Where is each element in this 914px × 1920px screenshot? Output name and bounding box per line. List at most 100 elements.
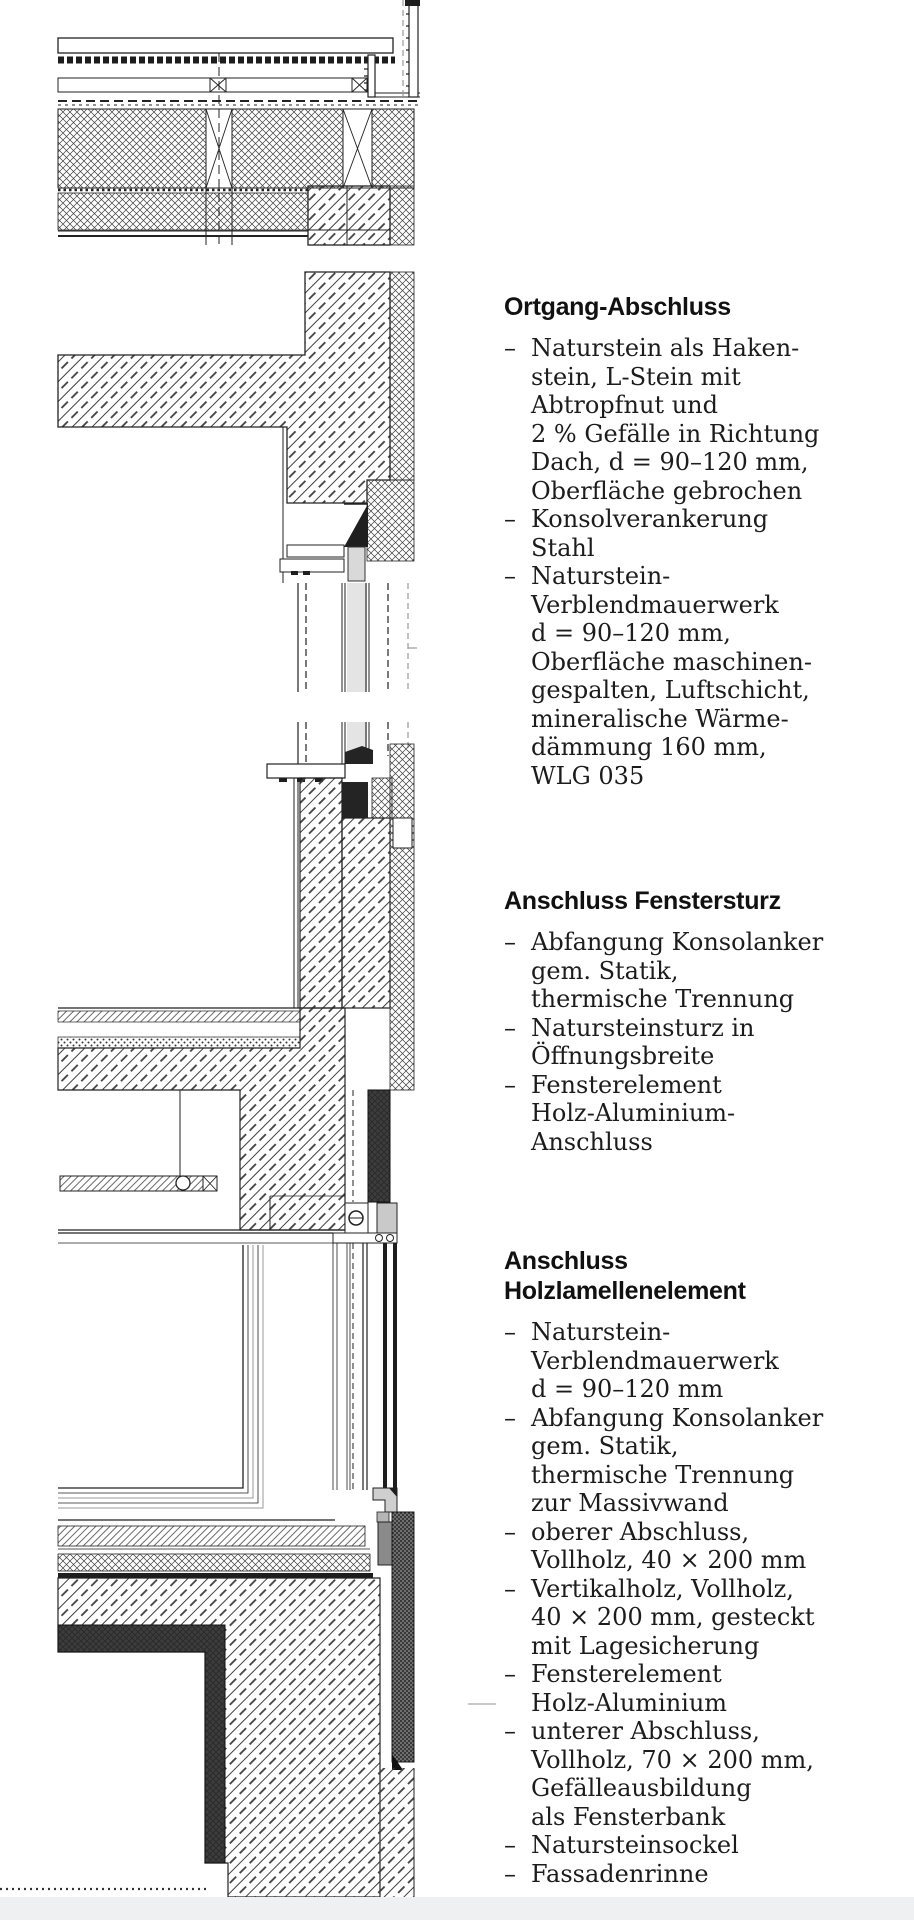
- list-item: Oberfläche maschinen-: [504, 648, 908, 677]
- line-text: thermische Trennung: [531, 1460, 795, 1489]
- line-text: Fensterelement: [531, 1070, 722, 1099]
- list-item: thermische Trennung: [504, 1461, 908, 1490]
- line-bullet: –: [504, 1013, 516, 1042]
- perimeter-sealing-band: [57, 1624, 226, 1864]
- line-text: Oberfläche maschinen-: [531, 647, 812, 676]
- line-text: mit Lagesicherung: [531, 1631, 760, 1660]
- list-item: als Fensterbank: [504, 1803, 908, 1832]
- list-item: –Fassadenrinne: [504, 1860, 908, 1889]
- line-bullet: –: [504, 1660, 516, 1688]
- block-heading: Anschluss Fenstersturz: [504, 887, 781, 915]
- line-text: gespalten, Luftschicht,: [531, 676, 810, 704]
- line-text: 2 % Gefälle in Richtung: [531, 419, 820, 448]
- stone-lintel: [341, 817, 391, 1009]
- line-bullet: –: [504, 1318, 516, 1346]
- block-lines: –Abfangung Konsolanker gem. Statik, ther…: [504, 928, 908, 1156]
- list-item: Verblendmauerwerk: [504, 591, 908, 620]
- list-item: gem. Statik,: [504, 957, 908, 986]
- line-text: Naturstein als Haken-: [531, 334, 800, 362]
- line-text: Vollholz, 40 × 200 mm: [531, 1546, 807, 1574]
- block-heading: Anschluss Holzlamellenelement: [504, 1247, 746, 1305]
- list-item: dämmung 160 mm,: [504, 733, 908, 762]
- line-text: Abfangung Konsolanker: [531, 1403, 824, 1432]
- lamella-frame-section: [332, 1243, 397, 1490]
- lamella-sill-detail: [0, 722, 415, 1898]
- line-text: dämmung 160 mm,: [531, 733, 767, 761]
- line-text: unterer Abschluss,: [531, 1717, 760, 1745]
- line-bullet: –: [504, 1403, 516, 1432]
- list-item: –Vertikalholz, Vollholz,: [504, 1575, 908, 1604]
- line-text: gem. Statik,: [531, 1432, 679, 1460]
- window-frame-section-upper: [297, 583, 417, 692]
- list-item: 40 × 200 mm, gesteckt: [504, 1603, 908, 1632]
- line-bullet: –: [504, 1574, 516, 1603]
- thermal-separation-block: [342, 782, 368, 818]
- list-item: –unterer Abschluss,: [504, 1717, 908, 1746]
- list-item: –Naturstein als Haken-: [504, 334, 908, 363]
- list-item: Verblendmauerwerk: [504, 1347, 908, 1376]
- list-item: gem. Statik,: [504, 1432, 908, 1461]
- line-text: d = 90–120 mm: [531, 1375, 724, 1403]
- list-item: stein, L-Stein mit: [504, 363, 908, 392]
- bottom-strip: [0, 1897, 914, 1920]
- line-text: Fassadenrinne: [531, 1859, 709, 1888]
- list-item: d = 90–120 mm,: [504, 619, 908, 648]
- line-bullet: –: [504, 334, 516, 362]
- section-drawing: [0, 0, 420, 1898]
- line-text: Öffnungsbreite: [531, 1042, 715, 1070]
- line-bullet: –: [504, 562, 516, 590]
- line-text: Verblendmauerwerk: [531, 1346, 779, 1375]
- line-text: Dach, d = 90–120 mm,: [531, 448, 809, 476]
- list-item: –Naturstein-: [504, 1318, 908, 1347]
- line-text: Anschluss: [531, 1127, 653, 1156]
- line-text: zur Massivwand: [531, 1489, 729, 1517]
- line-text: als Fensterbank: [531, 1802, 726, 1831]
- list-item: Dach, d = 90–120 mm,: [504, 448, 908, 477]
- line-text: Oberfläche gebrochen: [531, 476, 803, 505]
- line-text: Abfangung Konsolanker: [531, 928, 824, 956]
- list-item: 2 % Gefälle in Richtung: [504, 420, 908, 449]
- line-text: gem. Statik,: [531, 956, 679, 985]
- line-text: stein, L-Stein mit: [531, 362, 741, 391]
- list-item: Holz-Aluminium: [504, 1689, 908, 1718]
- line-text: Stahl: [531, 533, 595, 562]
- list-item: –Abfangung Konsolanker: [504, 1404, 908, 1433]
- roof-edge-detail: [57, 0, 420, 246]
- line-text: Verblendmauerwerk: [531, 590, 779, 619]
- line-text: Natursteinsockel: [531, 1831, 739, 1859]
- list-item: –Abfangung Konsolanker: [504, 928, 908, 957]
- block-lines: –Naturstein als Haken- stein, L-Stein mi…: [504, 334, 908, 790]
- line-text: Natursteinsturz in: [531, 1013, 755, 1042]
- line-text: Abtropfnut und: [531, 391, 718, 419]
- line-text: mineralische Wärme-: [531, 704, 789, 733]
- list-item: mineralische Wärme-: [504, 705, 908, 734]
- list-item: mit Lagesicherung: [504, 1632, 908, 1661]
- natural-stone-sockel: [391, 1511, 415, 1763]
- line-text: Vollholz, 70 × 200 mm,: [531, 1745, 814, 1774]
- block-heading: Ortgang-Abschluss: [504, 293, 731, 321]
- line-bullet: –: [504, 1859, 516, 1888]
- line-text: 40 × 200 mm, gesteckt: [531, 1603, 815, 1631]
- list-item: Vollholz, 40 × 200 mm: [504, 1546, 908, 1575]
- line-text: d = 90–120 mm,: [531, 619, 731, 647]
- line-bullet: –: [504, 1717, 516, 1745]
- list-item: Anschluss: [504, 1128, 908, 1157]
- line-bullet: –: [504, 1517, 516, 1546]
- list-item: Vollholz, 70 × 200 mm,: [504, 1746, 908, 1775]
- line-text: Naturstein-: [531, 1318, 671, 1346]
- line-bullet: –: [504, 505, 516, 533]
- list-item: d = 90–120 mm: [504, 1375, 908, 1404]
- line-text: WLG 035: [531, 761, 645, 790]
- line-text: Holz-Aluminium-: [531, 1099, 736, 1127]
- list-item: Gefälleausbildung: [504, 1774, 908, 1803]
- list-item: Holz-Aluminium-: [504, 1099, 908, 1128]
- list-item: Oberfläche gebrochen: [504, 477, 908, 506]
- annotation-block: Anschluss Fenstersturz –Abfangung Konsol…: [504, 886, 908, 1156]
- list-item: gespalten, Luftschicht,: [504, 676, 908, 705]
- list-item: Stahl: [504, 534, 908, 563]
- console-anchor: [344, 504, 368, 547]
- block-lines: –Naturstein- Verblendmauerwerk d = 90–12…: [504, 1318, 908, 1888]
- parapet-flashing: [364, 0, 420, 98]
- line-text: Holz-Aluminium: [531, 1688, 728, 1717]
- line-text: Konsolverankerung: [531, 505, 769, 533]
